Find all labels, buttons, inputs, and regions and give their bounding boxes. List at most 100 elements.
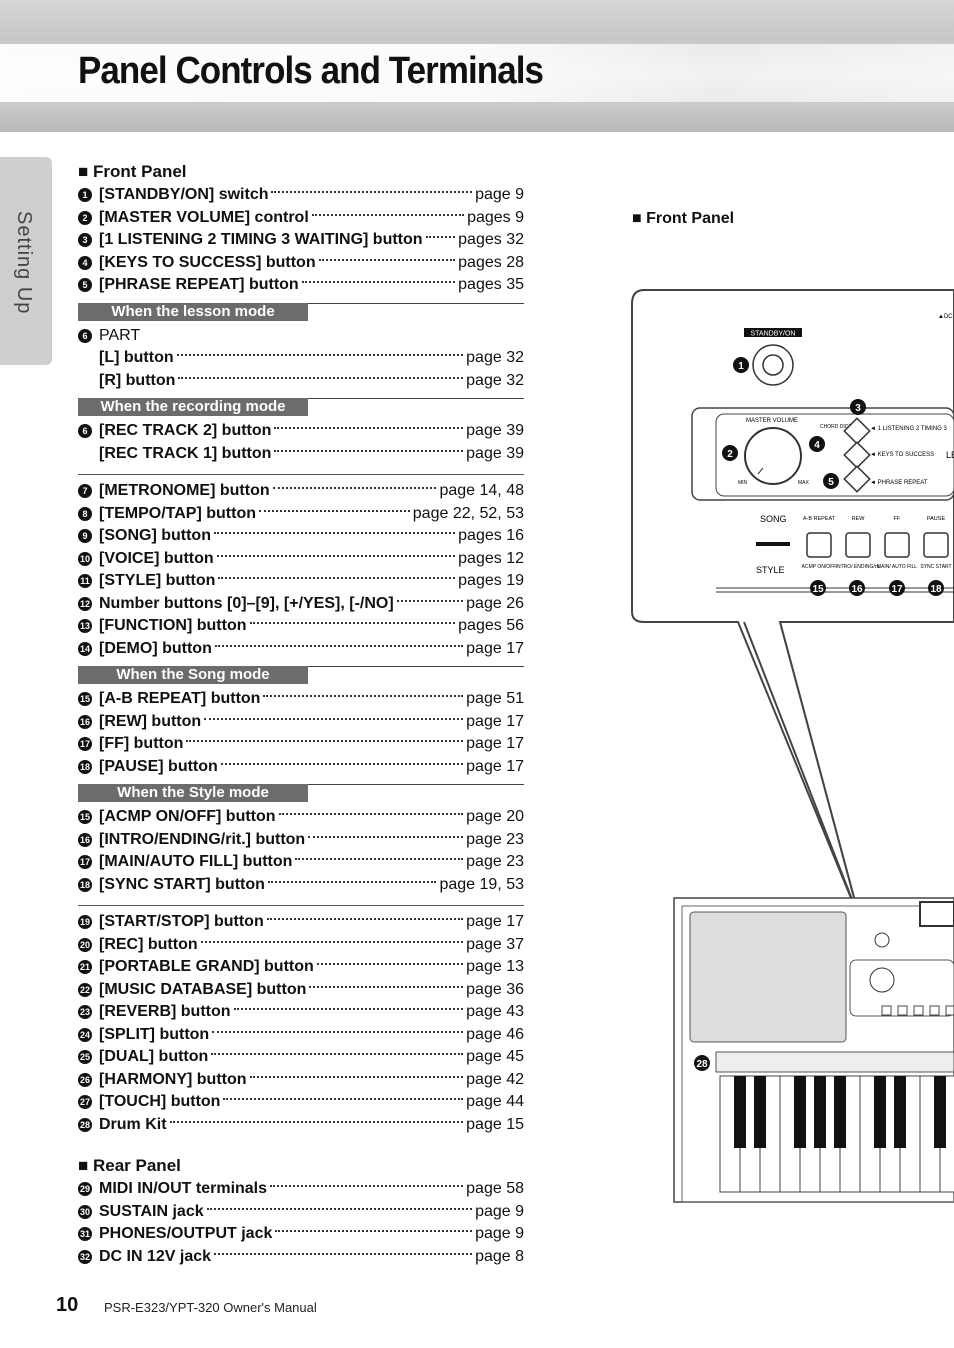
black-key[interactable] xyxy=(794,1076,806,1148)
callout-number: 11 xyxy=(78,574,92,589)
callout-number: 25 xyxy=(78,1050,92,1065)
master-volume-knob[interactable] xyxy=(744,427,802,485)
ab-repeat-button[interactable] xyxy=(806,532,832,558)
page-ref[interactable]: page 32 xyxy=(466,371,524,389)
page-ref[interactable]: page 45 xyxy=(466,1048,524,1065)
callout-number: 23 xyxy=(78,1005,92,1020)
callout-number: 29 xyxy=(78,1182,92,1197)
leader-dots xyxy=(316,963,464,966)
black-key[interactable] xyxy=(894,1076,906,1148)
page-ref[interactable]: page 36 xyxy=(466,980,524,998)
page-ref[interactable]: pages 12 xyxy=(458,549,524,567)
page-ref[interactable]: page 43 xyxy=(466,1003,524,1020)
callout-number: 9 xyxy=(78,529,92,544)
black-key[interactable] xyxy=(834,1076,846,1148)
page-ref[interactable]: page 42 xyxy=(466,1070,524,1088)
page-ref[interactable]: page 26 xyxy=(466,594,524,612)
page-ref[interactable]: pages 19 xyxy=(458,572,524,589)
svg-text:SONG: SONG xyxy=(760,514,787,524)
page-ref[interactable]: pages 35 xyxy=(458,276,524,293)
page-ref[interactable]: page 9 xyxy=(475,186,524,203)
page-ref[interactable]: page 17 xyxy=(466,757,524,775)
rew-button[interactable] xyxy=(845,532,871,558)
page-ref[interactable]: page 9 xyxy=(475,1202,524,1220)
svg-text:INTRO/ ENDING/rit.: INTRO/ ENDING/rit. xyxy=(836,564,881,570)
page-ref[interactable]: page 37 xyxy=(466,935,524,953)
page-ref[interactable]: page 17 xyxy=(466,712,524,730)
leader-dots xyxy=(271,191,473,194)
page-ref[interactable]: page 17 xyxy=(466,735,524,752)
style-mode-banner: When the Style mode xyxy=(78,784,524,802)
page-ref[interactable]: page 20 xyxy=(466,808,524,825)
section-tab[interactable]: Setting Up xyxy=(0,157,52,365)
manual-title: PSR-E323/YPT-320 Owner's Manual xyxy=(104,1300,317,1315)
item-label: [REC] button xyxy=(99,935,198,953)
listening-button[interactable] xyxy=(843,417,871,445)
page-ref[interactable]: page 39 xyxy=(466,422,524,439)
page-number: 10 xyxy=(56,1294,79,1316)
list-item: [L] button page 32 xyxy=(78,347,524,370)
black-key[interactable] xyxy=(934,1076,946,1148)
phrase-repeat-button[interactable] xyxy=(843,465,871,493)
callout-number: 18 xyxy=(78,877,92,892)
leader-dots xyxy=(176,354,464,357)
master-volume-label: MASTER VOLUME xyxy=(746,418,798,424)
black-key[interactable] xyxy=(874,1076,886,1148)
leader-dots xyxy=(301,281,456,284)
page-ref[interactable]: page 23 xyxy=(466,830,524,848)
item-label: [1 LISTENING 2 TIMING 3 WAITING] button xyxy=(99,231,423,248)
page-ref[interactable]: page 17 xyxy=(466,639,524,657)
keys-to-success-button[interactable] xyxy=(843,441,871,469)
page-ref[interactable]: page 22, 52, 53 xyxy=(412,504,524,522)
leader-dots xyxy=(212,1030,464,1033)
page-ref[interactable]: pages 28 xyxy=(458,253,524,271)
header-banner: Panel Controls and Terminals xyxy=(0,0,954,132)
svg-text:MIN: MIN xyxy=(738,480,748,486)
page-ref[interactable]: page 15 xyxy=(466,1115,524,1133)
page-ref[interactable]: page 32 xyxy=(466,349,524,366)
black-key[interactable] xyxy=(734,1076,746,1148)
leader-dots xyxy=(263,695,464,698)
page-ref[interactable]: pages 9 xyxy=(467,208,524,226)
page-ref[interactable]: pages 16 xyxy=(458,527,524,544)
item-label: PHONES/OUTPUT jack xyxy=(99,1225,273,1242)
callout-number: 18 xyxy=(78,759,92,774)
page-ref[interactable]: page 23 xyxy=(466,853,524,870)
callout-number: 22 xyxy=(78,982,92,997)
page-ref[interactable]: pages 32 xyxy=(458,231,524,248)
page-ref[interactable]: page 44 xyxy=(466,1093,524,1110)
item-label: [MASTER VOLUME] control xyxy=(99,208,309,226)
item-label: [L] button xyxy=(99,349,174,366)
page-ref[interactable]: page 39 xyxy=(466,444,524,462)
page-title: Panel Controls and Terminals xyxy=(78,50,544,92)
black-key[interactable] xyxy=(754,1076,766,1148)
standby-label: STANDBY/ON xyxy=(751,331,796,338)
page-ref[interactable]: page 51 xyxy=(466,690,524,707)
leader-dots xyxy=(213,532,456,535)
rear-panel-heading: ■ Rear Panel xyxy=(78,1156,181,1175)
item-label: SUSTAIN jack xyxy=(99,1202,204,1220)
callout-number: 19 xyxy=(78,915,92,930)
page-ref[interactable]: page 19, 53 xyxy=(439,875,524,893)
black-key[interactable] xyxy=(814,1076,826,1148)
leader-dots xyxy=(204,717,464,720)
page-ref[interactable]: page 9 xyxy=(475,1225,524,1242)
page-ref[interactable]: pages 56 xyxy=(458,617,524,634)
svg-text:ACMP ON/OFF: ACMP ON/OFF xyxy=(802,564,837,570)
page-ref[interactable]: page 58 xyxy=(466,1180,524,1197)
pause-button[interactable] xyxy=(923,532,949,558)
page-ref[interactable]: page 46 xyxy=(466,1025,524,1043)
page-ref[interactable]: page 17 xyxy=(466,913,524,930)
page-ref[interactable]: page 14, 48 xyxy=(439,482,524,499)
page-ref[interactable]: page 8 xyxy=(475,1247,524,1265)
page-ref[interactable]: page 13 xyxy=(466,958,524,975)
svg-text:A-B REPEAT: A-B REPEAT xyxy=(803,516,836,522)
ff-button[interactable] xyxy=(884,532,910,558)
